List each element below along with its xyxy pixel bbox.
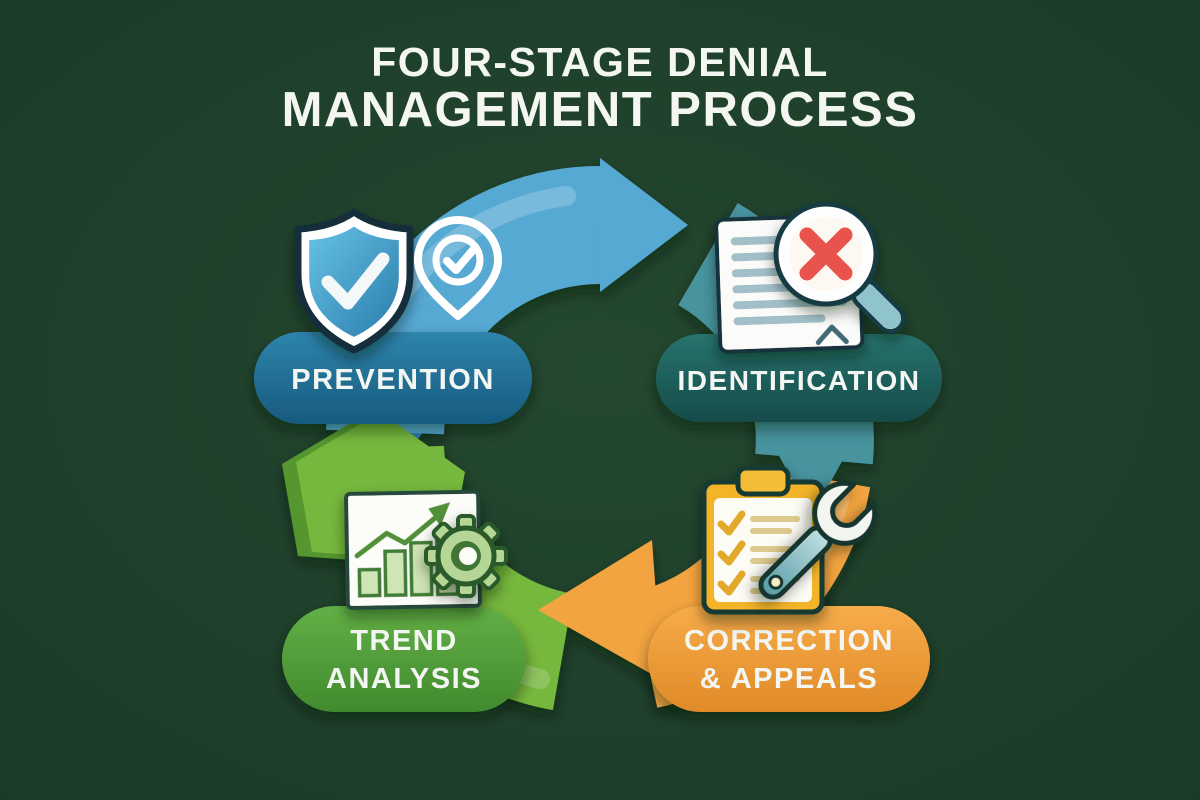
checklist-line [750,528,792,534]
shield-body [309,226,399,337]
pin-outline [414,216,502,320]
arrowhead-top-right [600,158,688,292]
title-line-2: MANAGEMENT PROCESS [282,83,919,137]
gear-icon [424,514,508,598]
label-identification: IDENTIFICATION [678,365,921,396]
magnifier-error-icon [773,201,906,334]
trend-line [354,515,437,559]
clipboard-clip [735,465,791,497]
checklist-line [750,516,800,522]
wrench-handle-dot [768,574,784,590]
label-correction-line-1: CORRECTION [684,625,894,657]
arrowhead-left [538,540,662,680]
stage-pills: PREVENTION IDENTIFICATION CORRECTION & A… [254,332,942,712]
document-fold-mark [815,324,849,346]
pin-circle [432,234,484,286]
chart-bar [383,549,408,598]
checklist-checkmark [717,570,746,596]
title-line-1: FOUR-STAGE DENIAL [371,39,829,85]
label-correction-line-2: & APPEALS [700,663,878,695]
label-trend-line-2: ANALYSIS [326,663,482,695]
pill-correction-appeals [648,606,930,712]
trend-arrowhead [428,502,451,527]
pill-trend-analysis [282,606,526,712]
checklist-checkmark [717,510,746,536]
chart-bar [357,567,382,598]
label-trend-line-1: TREND [350,625,457,657]
error-x-mark [799,227,853,281]
shield-checkmark [321,252,390,310]
pin-checkmark [443,246,477,274]
pill-identification [656,334,942,422]
shield-check-icon [294,208,414,354]
pill-prevention [254,332,532,424]
checklist-checkmark [717,540,746,566]
arrowhead-down [755,412,869,516]
document-line [733,314,826,326]
label-prevention: PREVENTION [291,364,495,396]
gear-center-hole [459,547,477,565]
wrench-head [812,480,878,546]
location-pin-check-icon [414,216,502,320]
wrench-icon [758,480,878,600]
